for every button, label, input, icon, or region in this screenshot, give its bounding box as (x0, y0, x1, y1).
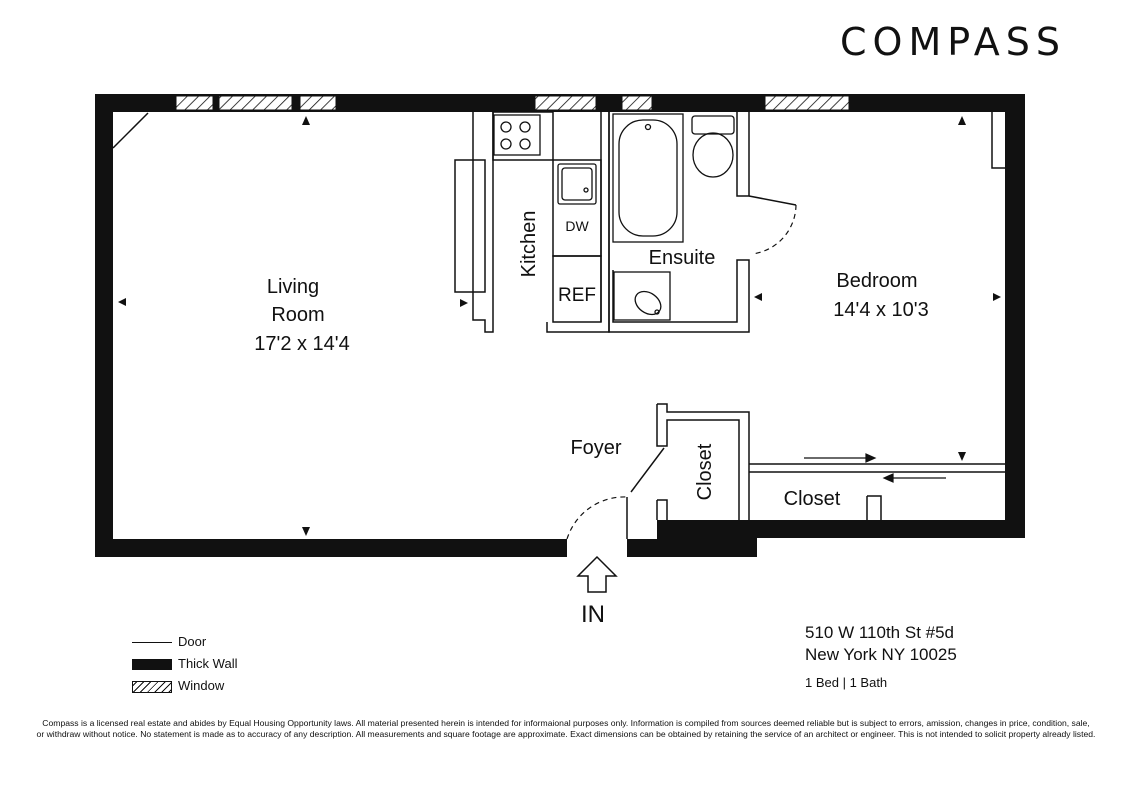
bedroom-dims: 14'4 x 10'3 (833, 299, 929, 321)
disclaimer-line-1: Compass is a licensed real estate and ab… (42, 718, 1090, 728)
wall-right (1005, 94, 1025, 538)
window-6 (764, 95, 850, 111)
wall-left (95, 94, 113, 557)
window-4 (534, 95, 597, 111)
bedroom-closet-label: Closet (784, 488, 841, 510)
wall-bottom-left (95, 539, 567, 557)
fixtures (493, 113, 735, 321)
window-5 (621, 95, 653, 111)
beds-baths: 1 Bed | 1 Bath (805, 675, 888, 690)
room-labels: Living Room 17'2 x 14'4 Kitchen DW REF E… (254, 211, 929, 628)
bathtub (612, 113, 684, 243)
refrigerator-label: REF (558, 285, 596, 306)
wall-foyer-post (657, 520, 757, 557)
dimension-markers (118, 116, 1001, 536)
disclaimer: Compass is a licensed real estate and ab… (20, 718, 1112, 740)
windows (175, 95, 850, 111)
foyer-label: Foyer (570, 437, 621, 459)
window-1 (175, 95, 214, 111)
living-room-label-1: Living (267, 276, 319, 298)
address-line-2: New York NY 10025 (805, 645, 957, 664)
legend-thick-wall-label: Thick Wall (178, 656, 238, 671)
entry-label: IN (581, 601, 605, 628)
disclaimer-line-2: or withdraw without notice. No statement… (36, 729, 1096, 739)
interior-walls (112, 111, 1005, 520)
window-swatch-icon (132, 681, 172, 693)
window-3 (299, 95, 337, 111)
logo-text: COMPASS (840, 20, 1066, 64)
foyer-closet-label: Closet (694, 443, 716, 500)
listing-address: 510 W 110th St #5d New York NY 10025 1 B… (805, 622, 957, 694)
address-line-1: 510 W 110th St #5d (805, 623, 955, 642)
entry-door (566, 496, 628, 540)
stove (493, 114, 541, 156)
kitchen-sink (557, 163, 597, 205)
closet-slider-arrows (804, 453, 946, 483)
thick-wall-swatch-icon (132, 659, 172, 670)
door-swatch-icon (132, 642, 172, 643)
closet-door (630, 447, 665, 493)
kitchen-label: Kitchen (518, 211, 540, 278)
dishwasher-label: DW (565, 218, 589, 234)
bedroom-door (748, 195, 797, 255)
bedroom-label: Bedroom (836, 270, 917, 292)
living-room-label-2: Room (271, 304, 324, 326)
legend-door-label: Door (178, 634, 207, 649)
legend-window-label: Window (178, 678, 225, 693)
window-2 (218, 95, 293, 111)
toilet (691, 115, 735, 178)
ensuite-label: Ensuite (649, 247, 716, 269)
entry-arrow-icon (576, 555, 618, 593)
door-swings (566, 195, 797, 540)
compass-logo: COMPASS (840, 20, 1066, 64)
living-room-dims: 17'2 x 14'4 (254, 333, 350, 355)
bathroom-sink (613, 271, 671, 321)
